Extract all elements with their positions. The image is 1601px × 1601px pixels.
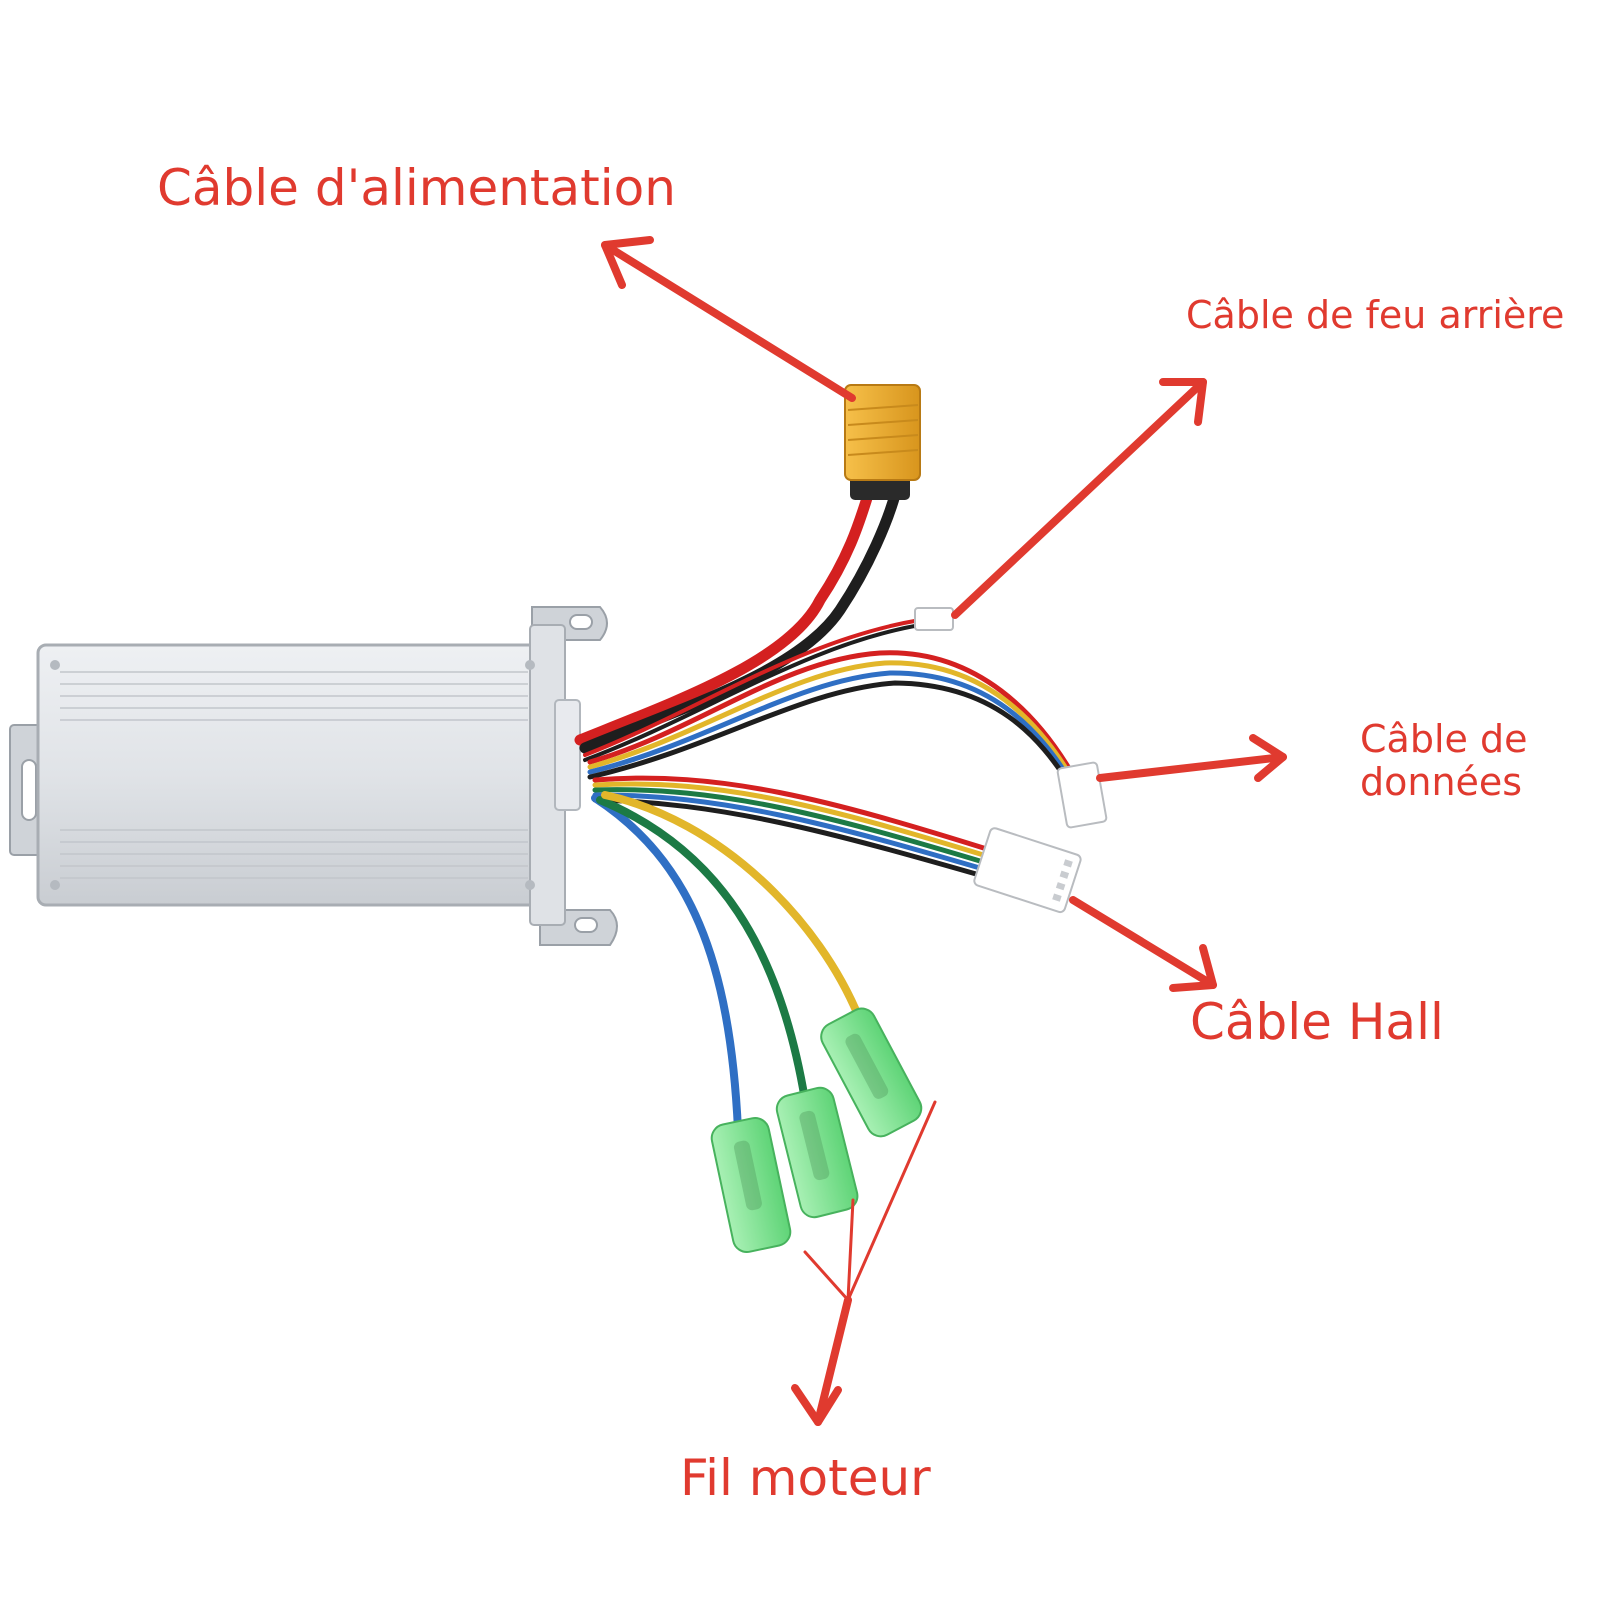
- rear-light-connector: [914, 607, 954, 631]
- hall-connector: [973, 827, 1082, 914]
- controller-box: [9, 606, 618, 946]
- label-rear-light-cable: Câble de feu arrière: [1186, 293, 1565, 337]
- arrow-motor-wire: [791, 1100, 937, 1426]
- arrow-power-cable: [601, 236, 856, 402]
- label-data-cable-line1: Câble de: [1360, 717, 1528, 761]
- motor-terminal-green: [775, 1086, 859, 1219]
- label-power-cable: Câble d'alimentation: [157, 159, 676, 217]
- annotation-arrows: [601, 236, 1287, 1426]
- arrow-rear-light-cable: [951, 378, 1207, 619]
- label-data-cable-line2: données: [1360, 759, 1523, 804]
- label-hall-cable: Câble Hall: [1190, 993, 1444, 1051]
- data-connector: [1056, 761, 1108, 829]
- arrow-data-cable: [1096, 734, 1287, 782]
- arrow-hall-cable: [1069, 896, 1217, 992]
- label-motor-wire: Fil moteur: [680, 1449, 931, 1507]
- xt60-power-connector: [844, 384, 921, 500]
- motor-terminal-yellow: [820, 1007, 923, 1138]
- motor-terminals: [710, 1007, 923, 1254]
- wire-bundle: [574, 489, 1073, 1134]
- label-data-cable: Câble de données: [1360, 718, 1527, 803]
- motor-terminal-blue: [710, 1116, 792, 1254]
